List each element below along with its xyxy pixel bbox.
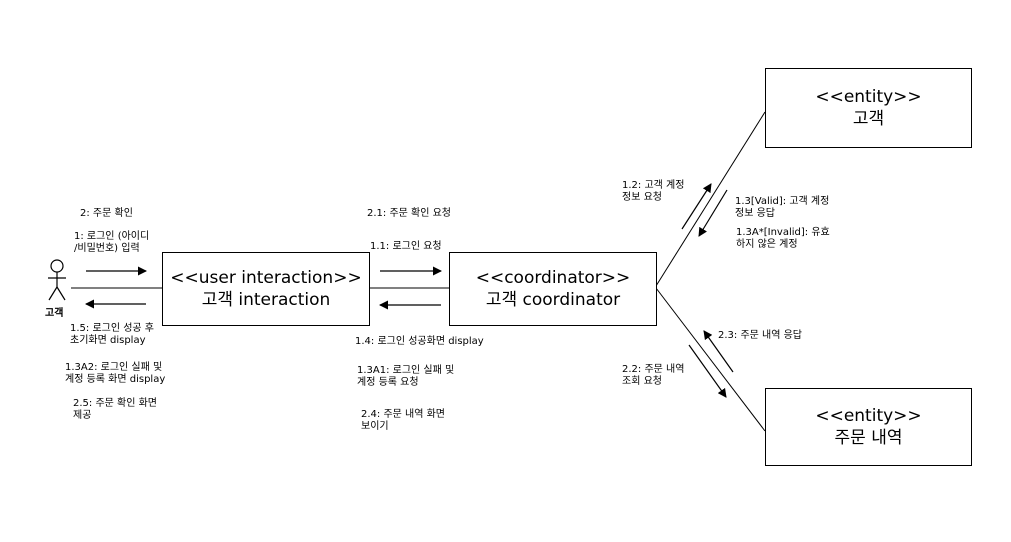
entity-customer-stereotype: <<entity>>	[815, 87, 922, 107]
actor-label: 고객	[45, 308, 64, 319]
message-label: 1.3A2: 로그인 실패 및 계정 등록 화면 display	[65, 362, 166, 385]
actor-stick-figure	[48, 259, 66, 301]
user-interaction-stereotype: <<user interaction>>	[170, 268, 362, 288]
user-interaction-name: 고객 interaction	[201, 290, 331, 310]
message-label: 2.1: 주문 확인 요청	[367, 208, 452, 219]
entity-order-name: 주문 내역	[834, 428, 903, 448]
message-label: 1: 로그인 (아이디 /비밀번호) 입력	[74, 231, 150, 254]
message-label: 2.4: 주문 내역 화면 보이기	[361, 409, 446, 432]
message-label: 2: 주문 확인	[80, 208, 133, 219]
arrow-coordinator-to-entity-order	[688, 344, 727, 398]
coordinator-box[interactable]: <<coordinator>> 고객 coordinator	[449, 252, 657, 326]
coordinator-name: 고객 coordinator	[485, 290, 621, 310]
coordinator-stereotype: <<coordinator>>	[475, 268, 631, 288]
message-label: 1.3A*[Invalid]: 유효 하지 않은 계정	[736, 227, 830, 250]
message-label: 1.4: 로그인 성공화면 display	[355, 336, 484, 347]
message-label: 1.3[Valid]: 고객 계정 정보 응답	[735, 196, 830, 219]
message-label: 1.2: 고객 계정 정보 요청	[622, 180, 685, 203]
message-label: 1.3A1: 로그인 실패 및 계정 등록 요청	[357, 365, 455, 388]
user-interaction-box[interactable]: <<user interaction>> 고객 interaction	[162, 252, 370, 326]
message-label: 1.1: 로그인 요청	[370, 241, 442, 252]
arrow-entity-order-to-coordinator	[703, 330, 734, 373]
entity-order-stereotype: <<entity>>	[815, 406, 922, 426]
message-label: 1.5: 로그인 성공 후 초기화면 display	[70, 323, 155, 346]
message-label: 2.2: 주문 내역 조회 요청	[622, 364, 685, 387]
link-coordinator-entity-order	[655, 287, 766, 432]
arrow-entity-customer-to-coordinator	[698, 189, 728, 237]
message-label: 2.3: 주문 내역 응답	[718, 330, 803, 341]
entity-customer-name: 고객	[852, 109, 885, 129]
link-coordinator-entity-customer	[655, 111, 766, 287]
message-label: 2.5: 주문 확인 화면 제공	[73, 398, 158, 421]
entity-customer-box[interactable]: <<entity>> 고객	[765, 68, 972, 148]
arrow-coordinator-to-entity-customer	[681, 183, 712, 230]
entity-order-box[interactable]: <<entity>> 주문 내역	[765, 388, 972, 466]
